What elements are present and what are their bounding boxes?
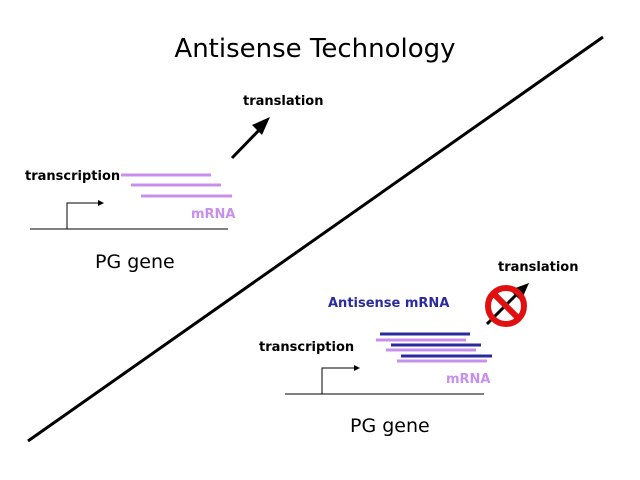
slide-title: Antisense Technology — [174, 34, 456, 64]
translation-arrowhead-top — [252, 117, 270, 135]
gene-label-bottom: PG gene — [350, 415, 430, 437]
promoter-arrowhead-top — [98, 200, 104, 206]
gene-label-top: PG gene — [95, 251, 175, 273]
antisense-mrna-label: Antisense mRNA — [328, 296, 450, 311]
transcription-label-top: transcription — [25, 169, 121, 184]
translation-label-top: translation — [243, 94, 324, 109]
mrna-label-top: mRNA — [191, 207, 236, 222]
promoter-arrowhead-bottom — [354, 365, 360, 371]
diagonal-divider — [27, 35, 604, 443]
mrna-label-bottom: mRNA — [446, 372, 491, 387]
translation-label-bottom: translation — [498, 260, 579, 275]
promoter-arrow-bottom — [321, 367, 354, 394]
promoter-arrow-top — [66, 202, 98, 229]
transcription-label-bottom: transcription — [259, 340, 355, 355]
no-sign-icon — [485, 285, 527, 327]
translation-arrow-top — [230, 124, 265, 160]
